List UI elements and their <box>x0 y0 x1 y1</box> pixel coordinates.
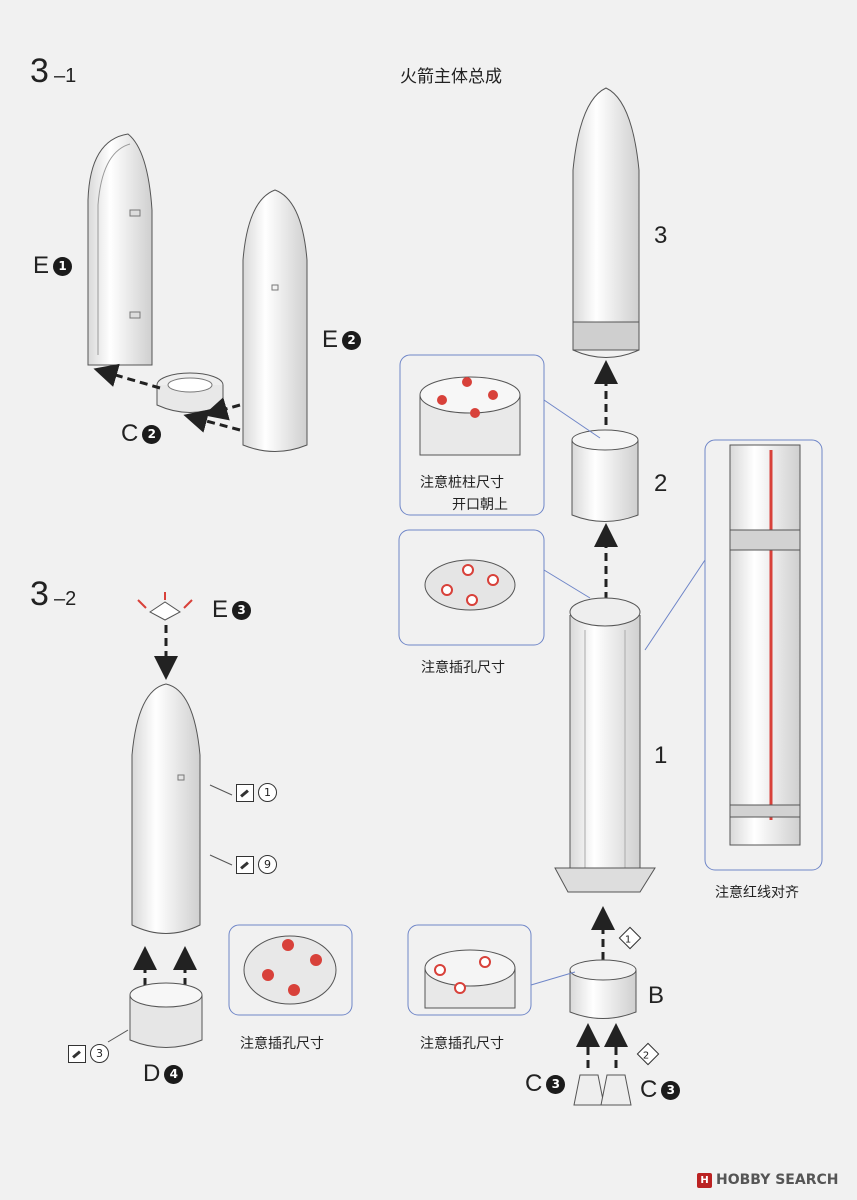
arrows-c3-up <box>576 1023 628 1068</box>
fairing-e2 <box>242 189 308 452</box>
paint-ref-3: 3 <box>68 1044 109 1063</box>
callout-stake-size <box>399 354 601 516</box>
fairing-assembled-32 <box>131 683 233 934</box>
diamond-icon: 2 <box>636 1042 660 1066</box>
note-hole-size-left: 注意插孔尺寸 <box>240 1036 324 1052</box>
page-title: 火箭主体总成 <box>400 67 502 87</box>
step-label-3-1: 3 –1 <box>30 52 77 90</box>
ring-d4 <box>107 982 203 1048</box>
assembly-arrows-31 <box>93 363 241 433</box>
assembly-number-1: 1 <box>654 742 668 769</box>
tool-icon <box>68 1044 86 1063</box>
paint-ref-1: 1 <box>236 783 277 802</box>
rocket-part-2 <box>571 429 639 522</box>
badge-e1: 1 <box>53 256 73 276</box>
base-b <box>569 959 637 1019</box>
diamond-icon: 1 <box>618 926 642 950</box>
badge-c2: 2 <box>142 424 162 444</box>
note-open-up: 开口朝上 <box>452 497 508 513</box>
note-hole-size-bottom: 注意插孔尺寸 <box>420 1036 504 1052</box>
hobbysearch-logo-icon: H <box>697 1172 712 1188</box>
part-label-b: B <box>648 982 665 1009</box>
ring-c2 <box>156 372 224 413</box>
callout-red-line-align <box>644 439 823 871</box>
badge-c3-right: 3 <box>661 1080 681 1100</box>
callout-hole-size-bottom <box>407 924 576 1016</box>
note-red-line: 注意红线对齐 <box>715 885 799 901</box>
sequence-mark-2: 2 <box>636 1042 660 1066</box>
paint-ref-9: 9 <box>236 855 277 874</box>
nozzles-c3 <box>573 1074 632 1106</box>
tool-icon <box>236 783 254 802</box>
antenna-e3 <box>137 592 193 621</box>
badge-e2: 2 <box>342 330 362 350</box>
sequence-mark-1: 1 <box>618 926 642 950</box>
badge-e3: 3 <box>232 600 252 620</box>
step-label-3-2: 3 –2 <box>30 575 77 613</box>
callout-d4-holes <box>228 924 353 1016</box>
note-hole-size-top: 注意插孔尺寸 <box>421 660 505 676</box>
callout-hole-size-top <box>398 529 591 646</box>
assembly-number-2: 2 <box>654 470 668 497</box>
tool-icon <box>236 855 254 874</box>
watermark: H HOBBY SEARCH <box>697 1172 838 1188</box>
assembly-number-3: 3 <box>654 222 668 249</box>
badge-d4: 4 <box>164 1064 184 1084</box>
badge-c3-left: 3 <box>546 1074 566 1094</box>
rocket-part-1 <box>554 597 656 893</box>
fairing-half-e1 <box>87 133 153 366</box>
rocket-part-3 <box>572 87 640 358</box>
note-stake-size: 注意桩柱尺寸 <box>420 475 504 491</box>
